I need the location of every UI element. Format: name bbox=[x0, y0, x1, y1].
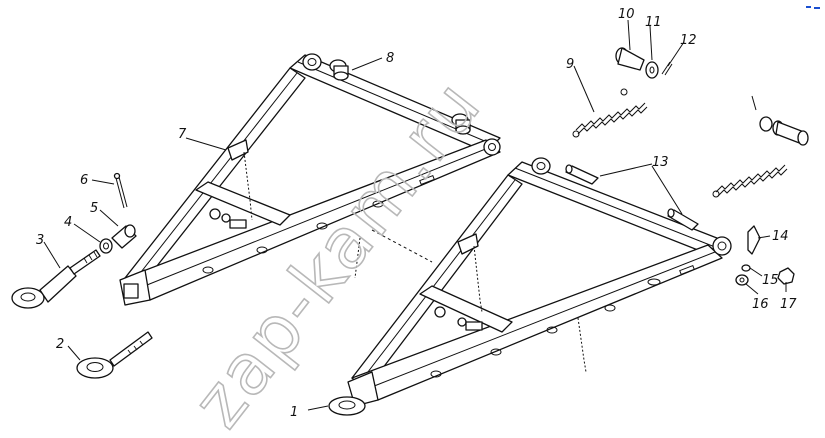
part-12-cotter-pin bbox=[661, 61, 673, 76]
callout-4: 4 bbox=[64, 215, 72, 230]
left-a-frame bbox=[119, 53, 501, 306]
part-5-coupling bbox=[111, 224, 137, 249]
right-spring-assembly bbox=[712, 95, 809, 198]
part-13-sleeves bbox=[565, 164, 699, 231]
callout-2: 2 bbox=[56, 337, 64, 352]
part-2-eye-bolt bbox=[76, 331, 153, 379]
callout-10: 10 bbox=[618, 7, 635, 22]
part-11-washer bbox=[645, 61, 659, 79]
part-9-spring bbox=[572, 88, 648, 138]
callout-7: 7 bbox=[178, 127, 187, 142]
leader-lines bbox=[43, 19, 787, 411]
callout-13: 13 bbox=[652, 155, 669, 170]
part-8-bushing bbox=[329, 59, 349, 81]
callout-12: 12 bbox=[680, 33, 697, 48]
part-17-nut bbox=[777, 267, 795, 285]
part-16-nut bbox=[735, 274, 749, 286]
callout-labels: 1 2 3 4 5 6 7 8 9 10 11 12 13 14 15 16 1… bbox=[36, 7, 797, 420]
callout-16: 16 bbox=[752, 297, 769, 312]
corner-mark-2 bbox=[814, 7, 820, 9]
callout-11: 11 bbox=[645, 15, 662, 30]
rear-bushing bbox=[451, 113, 471, 135]
callout-8: 8 bbox=[386, 51, 394, 66]
part-6-cotter-pin bbox=[113, 172, 128, 209]
corner-mark bbox=[806, 6, 811, 8]
part-3-adjusting-rod bbox=[11, 249, 101, 309]
callout-5: 5 bbox=[90, 201, 98, 216]
part-1-eye-bolt bbox=[328, 396, 366, 416]
callout-6: 6 bbox=[80, 173, 88, 188]
callout-14: 14 bbox=[772, 229, 789, 244]
callout-17: 17 bbox=[780, 297, 797, 312]
part-4-nut bbox=[99, 238, 113, 254]
callout-3: 3 bbox=[36, 233, 44, 248]
callout-1: 1 bbox=[290, 405, 298, 420]
right-a-frame bbox=[347, 157, 732, 407]
part-14-bolt bbox=[747, 225, 761, 255]
part-10-pin bbox=[615, 47, 645, 71]
callout-15: 15 bbox=[762, 273, 779, 288]
part-15-washer bbox=[741, 264, 751, 272]
callout-9: 9 bbox=[566, 57, 574, 72]
